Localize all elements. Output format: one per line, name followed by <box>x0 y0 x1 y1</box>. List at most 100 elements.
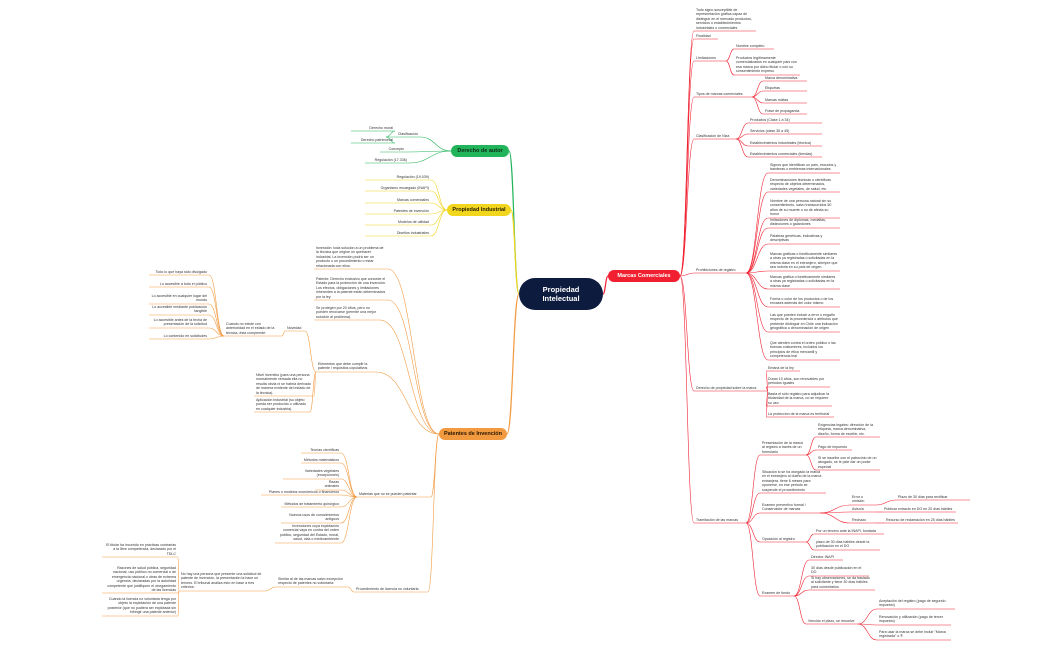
topic-derecho-de-autor[interactable]: Derecho de autor <box>451 145 509 157</box>
oposicion-node[interactable]: Oposición al registro <box>762 537 795 541</box>
prohibicion-item[interactable]: Nombre de una persona natural sin su con… <box>770 199 832 217</box>
prohibicion-item[interactable]: Marcas gráfica o fonéticamente similares… <box>770 275 836 288</box>
aplicacion-industrial-node[interactable]: Aplicación industrial (su objeto pueda s… <box>256 398 306 411</box>
no-patentable-item[interactable]: Nuevos usos de conocimientos antiguos <box>289 513 339 522</box>
examen-resultado[interactable]: Aviso/a <box>852 507 864 511</box>
resuelve-node[interactable]: Vencido el plazo, se resuelve <box>808 619 855 623</box>
industrial-item[interactable]: Modelos de utilidad <box>398 220 429 224</box>
central-topic[interactable]: Propiedad Intelectual <box>519 278 603 310</box>
clasificacion-item[interactable]: Derecho patrimonial <box>360 138 393 142</box>
resuelve-item[interactable]: Para usar la marca se debe incluir "Marc… <box>879 630 946 639</box>
prohibicion-item[interactable]: Marcas gráficas o fonéticamente similare… <box>770 252 838 270</box>
no-patentable-item[interactable]: Métodos matemáticos <box>303 458 339 462</box>
topic-patentes-de-invencion[interactable]: Patentes de Invención <box>439 428 507 440</box>
clasificacion-niza-item[interactable]: Establecimientos industriales (técnica) <box>750 141 812 145</box>
tipo-marca-item[interactable]: Marca denominativa <box>765 76 798 80</box>
derecho-item[interactable]: Duran 10 años, son renovables por period… <box>768 377 825 386</box>
clasificacion-item[interactable]: Derecho moral <box>369 126 393 130</box>
marca-definicion[interactable]: Todo signo susceptible de representación… <box>696 8 752 30</box>
licencia-item[interactable]: Cuando la licencia no voluntaria tenga p… <box>107 597 176 615</box>
presentacion-item[interactable]: Exigencias legales: dirección de la etiq… <box>818 423 873 436</box>
limitaciones-item[interactable]: Productos legítimamente comercializados … <box>736 56 797 74</box>
industrial-item[interactable]: Marcas comerciales <box>397 198 429 202</box>
oposicion-item[interactable]: Por un tercero ante la INAPI, fundada <box>816 529 876 533</box>
no-patentable-item[interactable]: Planes o modelos económicos o financiero… <box>268 490 339 494</box>
tipos-marca-node[interactable]: Tipos de marcas comerciales <box>696 92 743 96</box>
industrial-item[interactable]: Patentes de invención <box>393 209 429 213</box>
prohibicion-item[interactable]: Que atenten contra el orden público o la… <box>770 341 836 359</box>
examen-plazo[interactable]: Publicar extracto en DO en 20 días hábil… <box>884 507 953 511</box>
prohibicion-item[interactable]: Signos que identifican un país, escudos … <box>770 163 837 172</box>
no-patentable-item[interactable]: Razas animales <box>324 480 339 489</box>
resuelve-item[interactable]: Aceptación del registro (pago de segundo… <box>879 599 946 608</box>
examen-fondo-item[interactable]: 30 días desde publicación en el DO <box>811 566 862 575</box>
finalidad-node[interactable]: Finalidad <box>696 34 711 38</box>
tipo-marca-item[interactable]: Frase de propaganda <box>765 109 800 113</box>
limitaciones-item[interactable]: Nombre completo <box>736 44 765 48</box>
licencia-item[interactable]: Razones de salud pública, seguridad naci… <box>107 566 176 593</box>
situacion-node[interactable]: Situación si se ha otorgado la marca en … <box>762 470 822 492</box>
examen-resultado[interactable]: Error u omisión <box>852 495 865 504</box>
derecho-item[interactable]: Basta el sólo registro para adjudicar la… <box>768 392 830 405</box>
novedad-item[interactable]: Todo lo que haya sido divulgado <box>155 270 207 274</box>
prohibicion-item[interactable]: Las que pueden inducir a error o engaño … <box>770 313 838 331</box>
industrial-item[interactable]: Organismo encargado (INAPI) <box>380 186 429 190</box>
resuelve-item[interactable]: Renovación y utilización (pago de tercer… <box>879 615 943 624</box>
presentacion-item[interactable]: Si se inscribe con el patrocinio de un a… <box>818 456 877 469</box>
novedad-item[interactable]: Lo accesible antes de la fecha de presen… <box>153 318 207 327</box>
licencia-node[interactable]: Procedimiento de licencia no voluntaria <box>356 587 419 591</box>
novedad-desc[interactable]: Cuando no existe con anterioridad en el … <box>226 322 275 335</box>
no-patentable-item[interactable]: Variedades vegetales (excepciones) <box>304 469 339 478</box>
novedad-item[interactable]: Lo accesible a todo el público <box>159 282 207 286</box>
clasificacion-niza-node[interactable]: Clasificación de Niza <box>696 134 730 138</box>
licencia-item[interactable]: El titular ha incurrido en prácticas con… <box>106 543 176 556</box>
prohibicion-item[interactable]: Imitaciones de diplomas, medallas, disti… <box>770 218 826 227</box>
novedad-item[interactable]: Lo accesible en cualquier lugar del mund… <box>151 294 207 303</box>
examen-fondo-node[interactable]: Examen de fondo <box>762 591 791 595</box>
prohibicion-item[interactable]: Palabras genéricas, indicativas y descri… <box>770 234 823 243</box>
licencia-desc[interactable]: Similar al de las marcas salvo excepción… <box>278 577 343 586</box>
requisitos-node[interactable]: Elementos que debe cumplir la patente / … <box>318 362 368 371</box>
novedad-item[interactable]: Lo accesible mediante publicación tangib… <box>152 305 207 314</box>
derecho-item[interactable]: La protección de la marca es territorial <box>768 412 830 416</box>
no-patentable-node[interactable]: Materias que no se pueden patentar <box>359 492 417 496</box>
no-patentable-item[interactable]: Invenciones cuya explotación comercial v… <box>279 524 339 542</box>
tramitacion-node[interactable]: Tramitación de las marcas <box>696 518 739 522</box>
prohibicion-item[interactable]: Forma o color de los productos o de los … <box>770 297 834 306</box>
invencion-definicion[interactable]: Invención: toda solución a un problema d… <box>316 246 384 268</box>
prohibiciones-node[interactable]: Prohibiciones de registro <box>696 268 736 272</box>
clasificacion-niza-item[interactable]: Establecimientos comerciales (tiendas) <box>750 152 813 156</box>
licencia-criterios[interactable]: No hay una persona que presente una soli… <box>181 572 262 590</box>
concepto-node[interactable]: Concepto <box>388 147 404 151</box>
industrial-item[interactable]: Regulación (19.039) <box>396 175 429 179</box>
derecho-item[interactable]: Emana de la ley <box>768 366 794 370</box>
examen-plazo[interactable]: Plazo de 30 días para rectificar <box>898 495 948 499</box>
nivel-inventivo-node[interactable]: Nivel inventivo (para una persona normal… <box>256 373 311 395</box>
derecho-propiedad-node[interactable]: Derecho de propiedad sobre la marca <box>696 386 757 390</box>
oposicion-item[interactable]: plazo de 30 días hábiles desde la public… <box>816 540 870 549</box>
examen-plazo[interactable]: Recurso de reclamación en 25 días hábile… <box>886 518 955 522</box>
invencion-definicion[interactable]: Se protegen por 20 años, pero no pueden … <box>316 306 377 319</box>
tipo-marca-item[interactable]: Marcas mixtas <box>765 98 789 102</box>
clasificacion-niza-item[interactable]: Productos (Clase 1 a 34) <box>750 118 790 122</box>
limitaciones-node[interactable]: Limitaciones <box>696 56 716 60</box>
prohibicion-item[interactable]: Denominaciones técnicas o científicas re… <box>770 178 831 191</box>
clasificacion-node[interactable]: Clasificación <box>397 132 418 136</box>
no-patentable-item[interactable]: Métodos de tratamiento quirúrgico <box>284 502 339 506</box>
invencion-definicion[interactable]: Patente: Derecho exclusivo que concede e… <box>316 277 386 299</box>
examen-fondo-item[interactable]: Si hay observaciones, se da traslado al … <box>811 576 870 589</box>
no-patentable-item[interactable]: Teorías científicas <box>310 448 339 452</box>
examen-formal-node[interactable]: Examen preventivo formal / Conservador d… <box>762 503 806 512</box>
industrial-item[interactable]: Diseños industriales <box>396 231 429 235</box>
tipo-marca-item[interactable]: Etiquetas <box>765 86 780 90</box>
examen-resultado[interactable]: Rechazo <box>852 518 867 522</box>
topic-propiedad-industrial[interactable]: Propiedad Industrial <box>447 204 511 216</box>
novedad-node[interactable]: Novedad <box>287 326 302 330</box>
topic-marcas-comerciales[interactable]: Marcas Comerciales <box>608 270 680 282</box>
clasificacion-niza-item[interactable]: Servicios (clase 35 a 45) <box>750 129 790 133</box>
regulacion-node[interactable]: Regulación (17.336) <box>374 158 407 162</box>
presentacion-item[interactable]: Pago de impuesto <box>818 445 847 449</box>
novedad-item[interactable]: Lo contenido en solicitudes <box>163 334 207 338</box>
examen-fondo-item[interactable]: Director INAPI <box>811 555 834 559</box>
presentacion-node[interactable]: Presentación de la marca al registro a t… <box>762 441 803 454</box>
